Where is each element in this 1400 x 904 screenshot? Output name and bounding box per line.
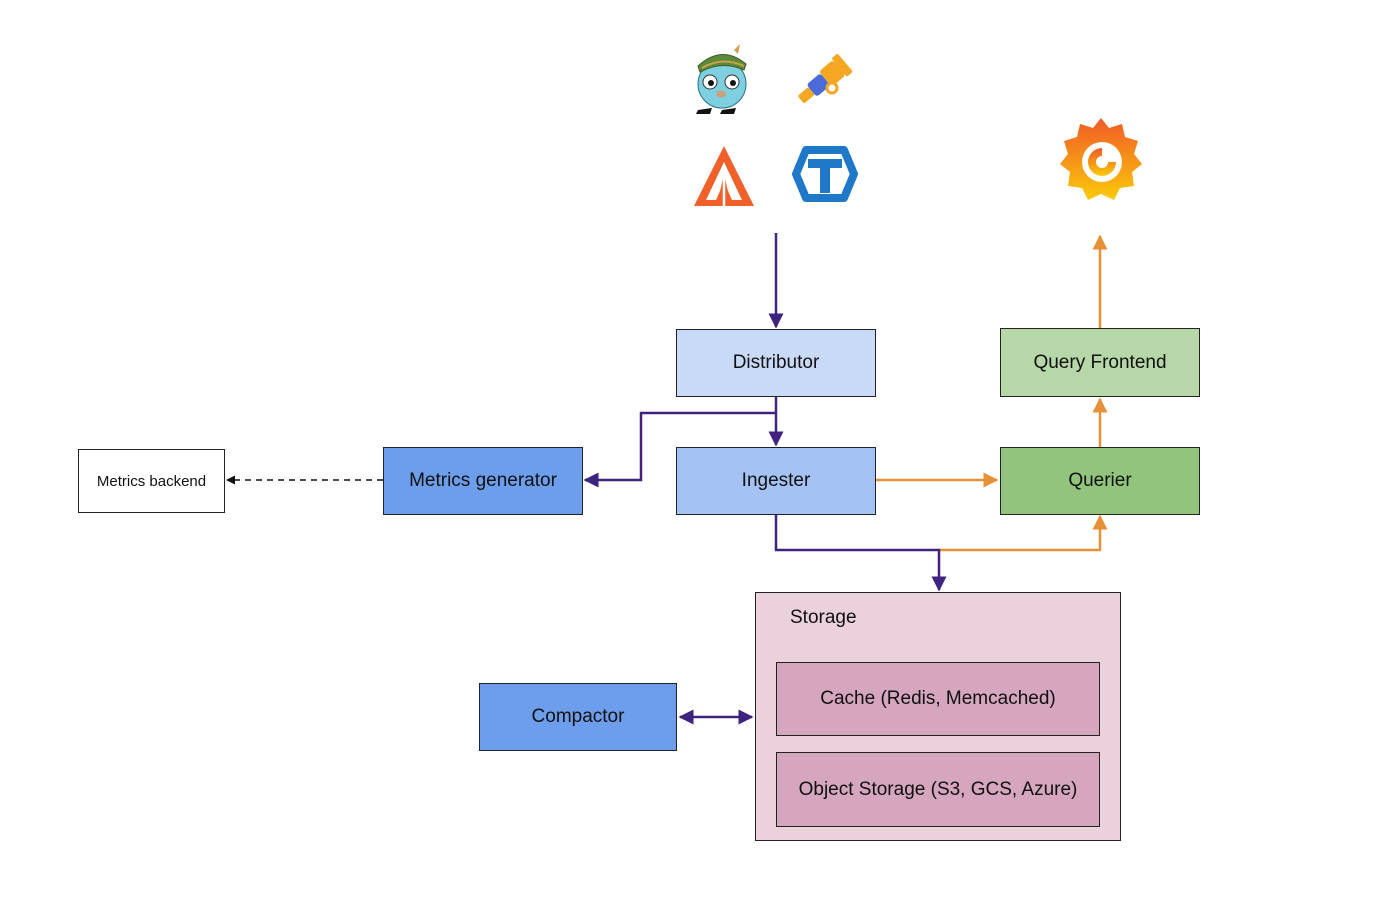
storage-label: Storage: [790, 607, 857, 628]
storage-container: Storage Cache (Redis, Memcached) Object …: [755, 592, 1121, 841]
compactor-label: Compactor: [531, 706, 625, 727]
otel-arrow-icon: [694, 146, 754, 206]
ingester-label: Ingester: [741, 470, 811, 491]
querier-label: Querier: [1068, 470, 1132, 491]
metrics-backend-label: Metrics backend: [96, 472, 207, 490]
object-storage-box: Object Storage (S3, GCS, Azure): [776, 752, 1100, 827]
cache-box: Cache (Redis, Memcached): [776, 662, 1100, 736]
distributor-to-metrics-generator-arrow: [583, 411, 776, 488]
querier-box: Querier: [1000, 447, 1200, 515]
metrics-generator-box: Metrics generator: [383, 447, 583, 515]
tempo-t-icon: [792, 146, 858, 202]
metrics-backend-box: Metrics backend: [78, 449, 225, 513]
object-storage-label: Object Storage (S3, GCS, Azure): [798, 778, 1078, 800]
telescope-icon: [798, 54, 853, 103]
distributor-box: Distributor: [676, 329, 876, 397]
distributor-label: Distributor: [732, 352, 820, 373]
ingester-box: Ingester: [676, 447, 876, 515]
query-frontend-box: Query Frontend: [1000, 328, 1200, 397]
grafana-icon: [1060, 118, 1142, 200]
cache-label: Cache (Redis, Memcached): [820, 688, 1056, 709]
storage-to-querier-arrow: [939, 514, 1108, 552]
compactor-box: Compactor: [479, 683, 677, 751]
ingester-to-storage-arrow: [774, 514, 947, 592]
query-frontend-label: Query Frontend: [1033, 351, 1167, 373]
gopher-icon: [696, 44, 747, 114]
metrics-generator-label: Metrics generator: [409, 470, 557, 491]
